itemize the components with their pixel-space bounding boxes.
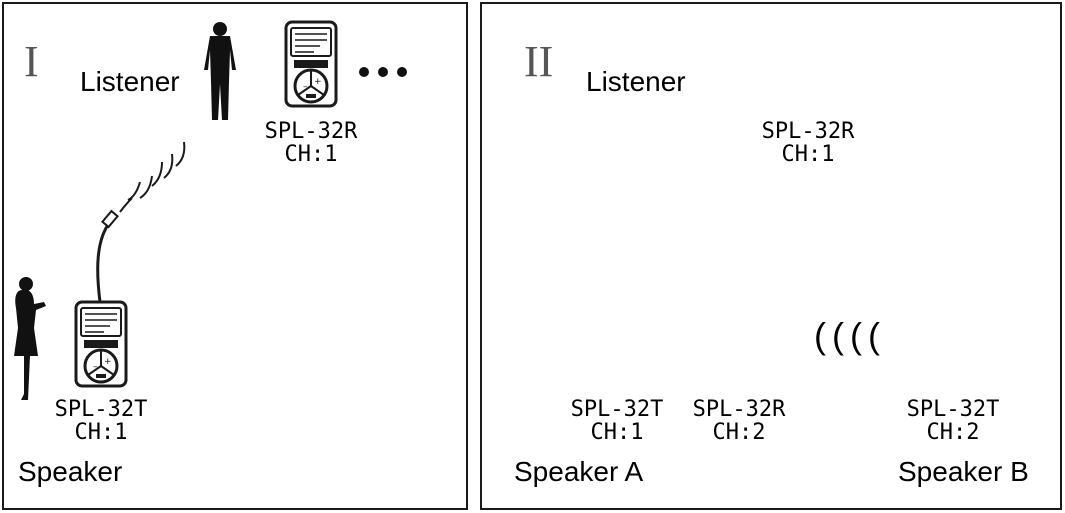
gooseneck-microphone: [96, 209, 119, 303]
receiver-top-channel: CH:1: [781, 142, 835, 168]
transmitter-b-channel: CH:2: [926, 420, 980, 446]
receiver-channel: CH:1: [284, 142, 338, 168]
transmitter-a-model: SPL-32T: [570, 397, 664, 422]
receiver-top-model: SPL-32R: [761, 119, 855, 144]
transmitter-model: SPL-32T: [54, 397, 148, 422]
listener-label: Listener: [80, 66, 180, 97]
speaker-a-label: Speaker A: [514, 456, 644, 487]
transmitter-channel: CH:1: [74, 420, 128, 446]
wireless-wave-marks: ((((: [814, 315, 886, 356]
radio-waves: [119, 141, 186, 213]
receiver-mid-caption: SPL-32R CH:2: [684, 398, 794, 444]
speaker-figure: [14, 277, 46, 400]
panel-scenario-2: [480, 2, 1062, 510]
receiver-top-caption: SPL-32R CH:1: [753, 120, 863, 166]
scenario-numeral-1: I: [24, 37, 39, 86]
receiver-device-spl32r: [284, 20, 338, 108]
panel-scenario-1: [2, 2, 468, 510]
receiver-model: SPL-32R: [264, 119, 358, 144]
speaker-b-label: Speaker B: [898, 456, 1029, 487]
more-listeners-dots: [359, 67, 407, 77]
transmitter-device-spl32t: [74, 300, 128, 388]
listener-figure: [204, 22, 236, 120]
scenario-numeral-2: II: [524, 37, 554, 86]
receiver-caption: SPL-32R CH:1: [256, 120, 366, 166]
receiver-mid-channel: CH:2: [712, 420, 766, 446]
receiver-mid-model: SPL-32R: [692, 397, 786, 422]
listener-label-2: Listener: [586, 66, 686, 97]
transmitter-b-caption: SPL-32T CH:2: [898, 398, 1008, 444]
transmitter-caption: SPL-32T CH:1: [46, 398, 156, 444]
speaker-label: Speaker: [18, 456, 123, 487]
transmitter-b-model: SPL-32T: [906, 397, 1000, 422]
transmitter-a-channel: CH:1: [590, 420, 644, 446]
transmitter-a-caption: SPL-32T CH:1: [562, 398, 672, 444]
